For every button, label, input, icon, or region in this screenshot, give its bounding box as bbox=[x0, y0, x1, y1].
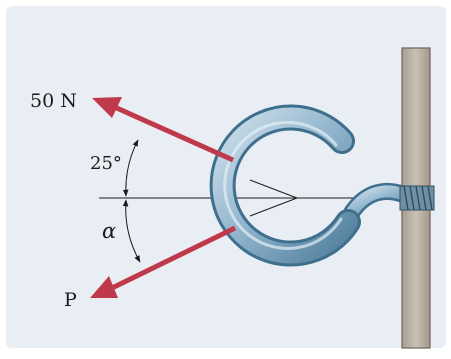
force-arrow-p bbox=[90, 225, 237, 298]
hook-ring bbox=[209, 104, 361, 267]
force-label-50n: 50 N bbox=[30, 90, 77, 112]
force-arrow-50n bbox=[92, 97, 235, 163]
angle-label-25: 25° bbox=[90, 153, 122, 174]
construction-lines bbox=[249, 179, 298, 217]
angle-arc-25 bbox=[122, 139, 139, 197]
angle-arc-alpha bbox=[122, 199, 141, 263]
angle-label-alpha: α bbox=[102, 219, 116, 243]
force-label-p: P bbox=[64, 289, 77, 311]
hook-shank bbox=[343, 182, 435, 221]
